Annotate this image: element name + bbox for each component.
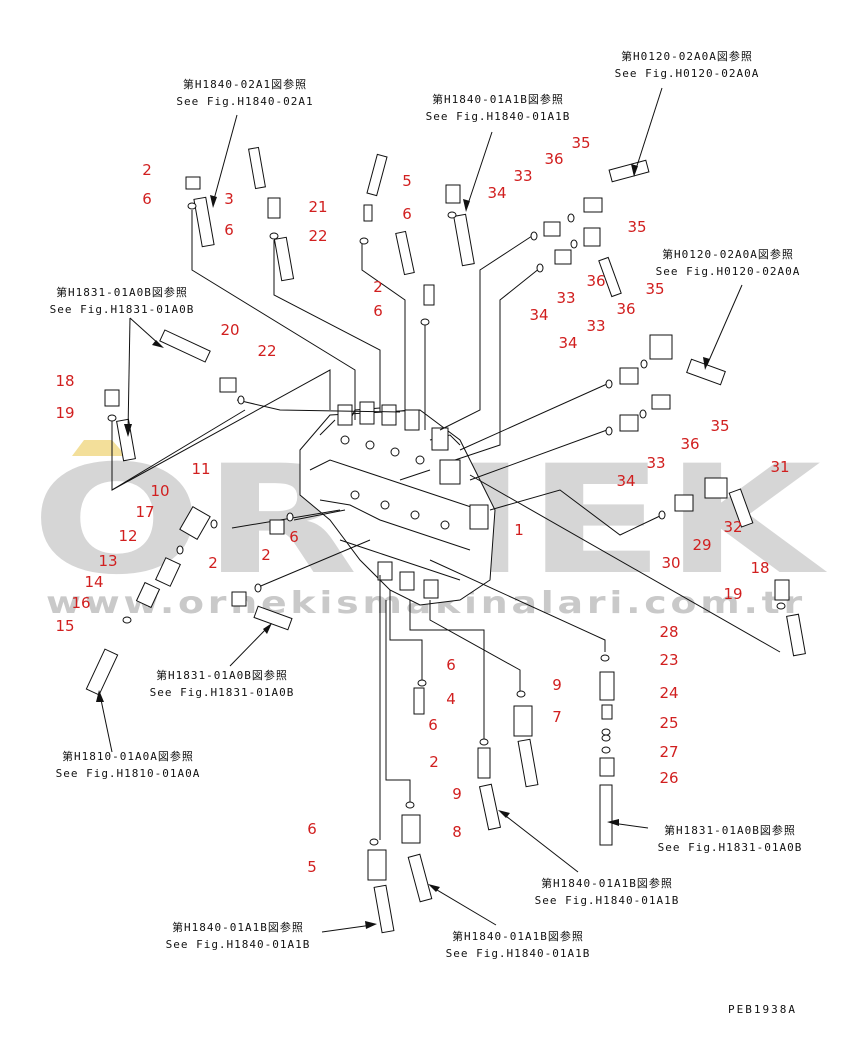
ref-h0120-02a0a-top-jp: 第H0120-02A0A図参照 xyxy=(621,49,753,63)
part-number: 1 xyxy=(514,521,524,539)
part-number: 14 xyxy=(84,573,103,591)
part-number: 8 xyxy=(452,823,462,841)
part-number: 33 xyxy=(646,454,665,472)
part-number: 31 xyxy=(770,458,789,476)
part-number: 6 xyxy=(446,656,456,674)
part-number: 30 xyxy=(661,554,680,572)
part-number: 13 xyxy=(98,552,117,570)
part-number: 32 xyxy=(723,518,742,536)
part-number: 36 xyxy=(544,150,563,168)
drawing-code: PEB1938A xyxy=(728,1003,797,1016)
part-number: 36 xyxy=(586,272,605,290)
ref-h1840-01a1b-top-en: See Fig.H1840-01A1B xyxy=(426,110,571,123)
part-number: 12 xyxy=(118,527,137,545)
part-number: 6 xyxy=(224,221,234,239)
ref-h1831-01a0b-left-jp: 第H1831-01A0B図参照 xyxy=(56,285,188,299)
ref-h1840-01a1b-botleft-en: See Fig.H1840-01A1B xyxy=(166,938,311,951)
part-number: 6 xyxy=(402,205,412,223)
reference-arrows xyxy=(96,87,743,933)
part-number: 6 xyxy=(289,528,299,546)
part-number: 16 xyxy=(71,594,90,612)
part-number: 2 xyxy=(429,753,439,771)
part-number: 6 xyxy=(307,820,317,838)
part-number: 33 xyxy=(513,167,532,185)
ref-h0120-02a0a-top-en: See Fig.H0120-02A0A xyxy=(615,67,760,80)
part-number: 2 xyxy=(261,546,271,564)
part-number: 35 xyxy=(710,417,729,435)
ref-h1840-01a1b-top-jp: 第H1840-01A1B図参照 xyxy=(432,92,564,106)
part-number: 17 xyxy=(135,503,154,521)
part-number: 35 xyxy=(627,218,646,236)
ref-h1831-01a0b-center-en: See Fig.H1831-01A0B xyxy=(150,686,295,699)
part-number: 3 xyxy=(224,190,234,208)
part-number: 35 xyxy=(571,134,590,152)
part-number: 27 xyxy=(659,743,678,761)
ref-h1831-01a0b-right-en: See Fig.H1831-01A0B xyxy=(658,841,803,854)
part-number: 6 xyxy=(142,190,152,208)
part-number: 29 xyxy=(692,536,711,554)
ref-h1840-02a1-en: See Fig.H1840-02A1 xyxy=(176,95,313,108)
part-number: 9 xyxy=(552,676,562,694)
part-number: 33 xyxy=(586,317,605,335)
ref-h0120-02a0a-mid-en: See Fig.H0120-02A0A xyxy=(656,265,801,278)
part-number: 34 xyxy=(616,472,635,490)
part-number: 22 xyxy=(308,227,327,245)
part-number: 6 xyxy=(428,716,438,734)
part-number-labels: 2 6 3 6 21 22 5 6 34 33 36 35 35 36 33 3… xyxy=(55,134,789,876)
part-number: 2 xyxy=(208,554,218,572)
part-number: 34 xyxy=(529,306,548,324)
leader-lines xyxy=(111,210,781,840)
part-number: 4 xyxy=(446,690,456,708)
ref-h1831-01a0b-right-jp: 第H1831-01A0B図参照 xyxy=(664,823,796,837)
part-number: 18 xyxy=(55,372,74,390)
part-number: 23 xyxy=(659,651,678,669)
part-number: 36 xyxy=(616,300,635,318)
part-number: 34 xyxy=(558,334,577,352)
ref-h1831-01a0b-left-en: See Fig.H1831-01A0B xyxy=(50,303,195,316)
ref-h1810-01a0a-jp: 第H1810-01A0A図参照 xyxy=(62,749,194,763)
part-number: 2 xyxy=(142,161,152,179)
part-number: 25 xyxy=(659,714,678,732)
part-number: 5 xyxy=(307,858,317,876)
part-number: 10 xyxy=(150,482,169,500)
part-number: 34 xyxy=(487,184,506,202)
part-number: 20 xyxy=(220,321,239,339)
components xyxy=(85,146,806,934)
ref-h1840-01a1b-midright-en: See Fig.H1840-01A1B xyxy=(535,894,680,907)
ref-h1840-01a1b-botcenter-en: See Fig.H1840-01A1B xyxy=(446,947,591,960)
part-number: 6 xyxy=(373,302,383,320)
part-number: 5 xyxy=(402,172,412,190)
part-number: 7 xyxy=(552,708,562,726)
ref-h1810-01a0a-en: See Fig.H1810-01A0A xyxy=(56,767,201,780)
ref-h1840-01a1b-midright-jp: 第H1840-01A1B図参照 xyxy=(541,876,673,890)
part-number: 19 xyxy=(55,404,74,422)
part-number: 35 xyxy=(645,280,664,298)
part-number: 2 xyxy=(373,278,383,296)
part-number: 22 xyxy=(257,342,276,360)
part-number: 28 xyxy=(659,623,678,641)
part-number: 19 xyxy=(723,585,742,603)
ref-h1840-01a1b-botcenter-jp: 第H1840-01A1B図参照 xyxy=(452,929,584,943)
part-number: 26 xyxy=(659,769,678,787)
part-number: 36 xyxy=(680,435,699,453)
ref-h0120-02a0a-mid-jp: 第H0120-02A0A図参照 xyxy=(662,247,794,261)
ref-h1831-01a0b-center-jp: 第H1831-01A0B図参照 xyxy=(156,668,288,682)
part-number: 11 xyxy=(191,460,210,478)
ref-h1840-02a1-jp: 第H1840-02A1図参照 xyxy=(183,77,307,91)
part-number: 15 xyxy=(55,617,74,635)
reference-labels: 第H1840-02A1図参照 See Fig.H1840-02A1 第H1840… xyxy=(50,49,803,960)
part-number: 21 xyxy=(308,198,327,216)
part-number: 33 xyxy=(556,289,575,307)
part-number: 18 xyxy=(750,559,769,577)
ref-h1840-01a1b-botleft-jp: 第H1840-01A1B図参照 xyxy=(172,920,304,934)
part-number: 9 xyxy=(452,785,462,803)
part-number: 24 xyxy=(659,684,678,702)
